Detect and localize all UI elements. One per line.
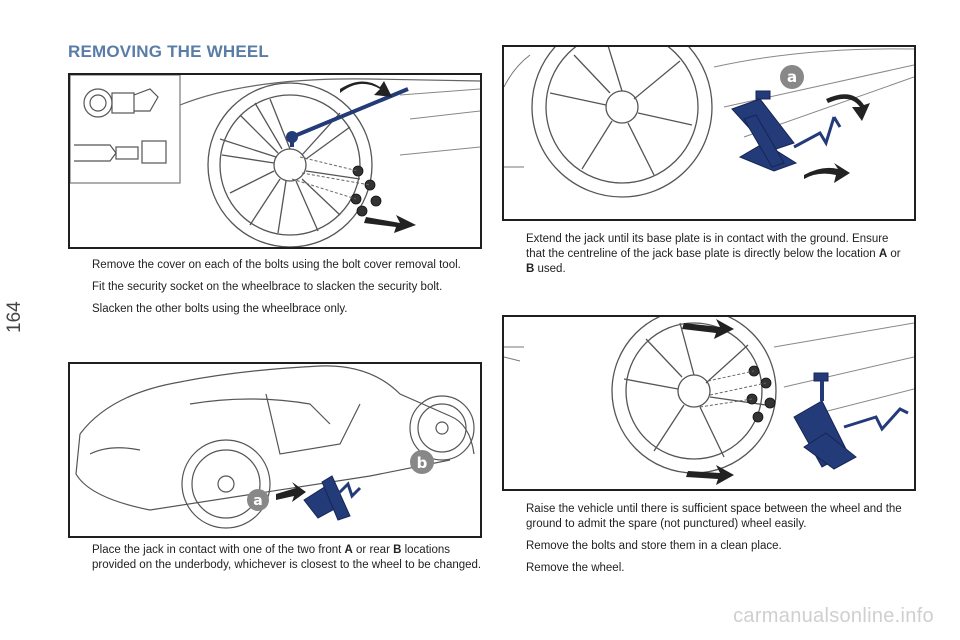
- wheel-illustration: [531, 47, 713, 198]
- removed-bolts: [746, 365, 776, 423]
- watermark: carmanualsonline.info: [733, 605, 934, 627]
- label-b-badge: [410, 450, 434, 474]
- wheel-illustration: [207, 82, 373, 247]
- list-item: Raise the vehicle until there is suffici…: [526, 503, 902, 530]
- page-number: 164: [4, 301, 25, 333]
- list-item: Slacken the other bolts using the wheelb…: [92, 303, 348, 315]
- front-wheel: [181, 439, 271, 529]
- list-item: Place the jack in contact with one of th…: [92, 544, 482, 571]
- label-a: a: [253, 493, 262, 509]
- bolt-cover-tool-inset: [70, 75, 181, 184]
- removed-bolts: [350, 165, 382, 217]
- car-body-illustration: [75, 365, 475, 511]
- scissor-jack: [793, 372, 857, 470]
- label-b: b: [417, 454, 428, 472]
- label-a: a: [787, 68, 797, 86]
- figure-jack-locations: a b: [68, 362, 482, 538]
- scissor-jack: [731, 90, 798, 172]
- list-item: Extend the jack until its base plate is …: [526, 233, 901, 275]
- label-a-badge: [247, 489, 269, 511]
- list-item: Remove the cover on each of the bolts us…: [92, 259, 461, 271]
- list-item: Remove the wheel.: [526, 562, 625, 574]
- label-a-badge: [780, 65, 804, 89]
- figure-raise-vehicle: [502, 315, 916, 491]
- rear-wheel: [409, 395, 475, 461]
- list-item: Fit the security socket on the wheelbrac…: [92, 281, 443, 293]
- list-item: Remove the bolts and store them in a cle…: [526, 540, 782, 552]
- scissor-jack: [303, 475, 351, 521]
- steps-place-jack: Place the jack in contact with one of th…: [70, 543, 482, 580]
- section-title: REMOVING THE WHEEL: [68, 42, 269, 61]
- steps-loosen-bolts: Remove the cover on each of the bolts us…: [70, 258, 482, 324]
- steps-extend-jack: Extend the jack until its base plate is …: [504, 232, 904, 284]
- steps-raise-and-remove: Raise the vehicle until there is suffici…: [504, 502, 908, 583]
- figure-extend-jack: a: [502, 45, 916, 221]
- figure-wheelbrace-bolts: [68, 73, 482, 249]
